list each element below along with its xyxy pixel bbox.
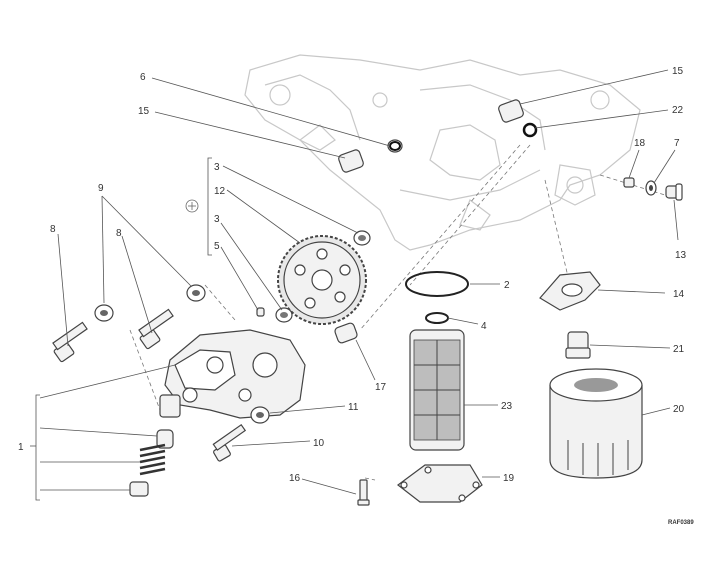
callout-18: 18 (634, 138, 646, 149)
washer-7 (645, 180, 657, 196)
callout-11: 11 (348, 402, 359, 413)
axis-filter (409, 144, 531, 286)
washer-3-lower (275, 307, 293, 323)
callout-17: 17 (375, 382, 387, 393)
callout-6: 6 (140, 72, 146, 83)
o-ring-4 (425, 312, 449, 324)
bracket-group-1 (30, 364, 176, 501)
gear-12 (277, 235, 367, 325)
callout-3-lower: 3 (214, 214, 220, 225)
callout-12: 12 (214, 186, 226, 197)
callout-8-left: 8 (50, 224, 56, 235)
callout-15-right: 15 (672, 66, 684, 77)
oil-pump-body (159, 329, 306, 419)
leader-lines (57, 69, 679, 495)
bushing-17 (334, 322, 358, 344)
axis-bolt-16 (364, 477, 376, 481)
callout-14: 14 (673, 289, 685, 300)
callout-20: 20 (673, 404, 685, 415)
bolt-8-right (138, 308, 174, 350)
callout-7: 7 (674, 138, 680, 149)
bushing-15-right (498, 99, 524, 123)
callout-21: 21 (673, 344, 685, 355)
axis-pump-left (129, 329, 161, 411)
callout-8-right: 8 (116, 228, 122, 239)
axis-gear (359, 144, 521, 331)
o-ring-2 (405, 271, 469, 297)
callout-19: 19 (503, 473, 515, 484)
bolt-8-left (52, 321, 88, 363)
valve-piston (156, 429, 174, 449)
bracket-group-gear (185, 157, 212, 256)
callout-22: 22 (672, 105, 684, 116)
drawing-reference: RAF0389 (668, 520, 694, 526)
washer-11 (250, 406, 270, 424)
callout-16: 16 (289, 473, 301, 484)
valve-plug (129, 481, 149, 497)
pin-5 (256, 307, 265, 317)
axis-outlet (544, 179, 571, 286)
plug-13 (665, 183, 683, 201)
washer-9-right (186, 284, 206, 302)
washer-9-left (94, 304, 114, 322)
o-ring-6 (387, 139, 403, 153)
callout-1: 1 (18, 442, 24, 453)
callout-labels: 6 15 15 22 18 7 13 3 12 3 5 9 8 8 2 4 23… (18, 66, 694, 526)
nipple-21 (565, 331, 591, 359)
washer-3-top (353, 230, 371, 246)
callout-10: 10 (313, 438, 325, 449)
bracket-14 (539, 271, 601, 311)
o-ring-22 (522, 122, 538, 138)
filter-cover-19 (397, 464, 483, 503)
oil-filter-20 (549, 368, 643, 479)
callout-3-top: 3 (214, 162, 220, 173)
callout-23: 23 (501, 401, 513, 412)
callout-4: 4 (481, 321, 487, 332)
washer-18 (623, 177, 635, 188)
axis-pump-right (204, 284, 236, 321)
bolt-10 (212, 423, 247, 462)
crankcase-ghost-outline (244, 54, 641, 251)
valve-spring (139, 443, 166, 476)
callout-13: 13 (675, 250, 687, 261)
callout-9: 9 (98, 183, 104, 194)
callout-2: 2 (504, 280, 510, 291)
callout-15-left: 15 (138, 106, 150, 117)
filter-cartridge-23 (409, 329, 465, 451)
bushing-15-left (338, 149, 364, 173)
screw-16 (357, 479, 370, 506)
callout-5: 5 (214, 241, 220, 252)
